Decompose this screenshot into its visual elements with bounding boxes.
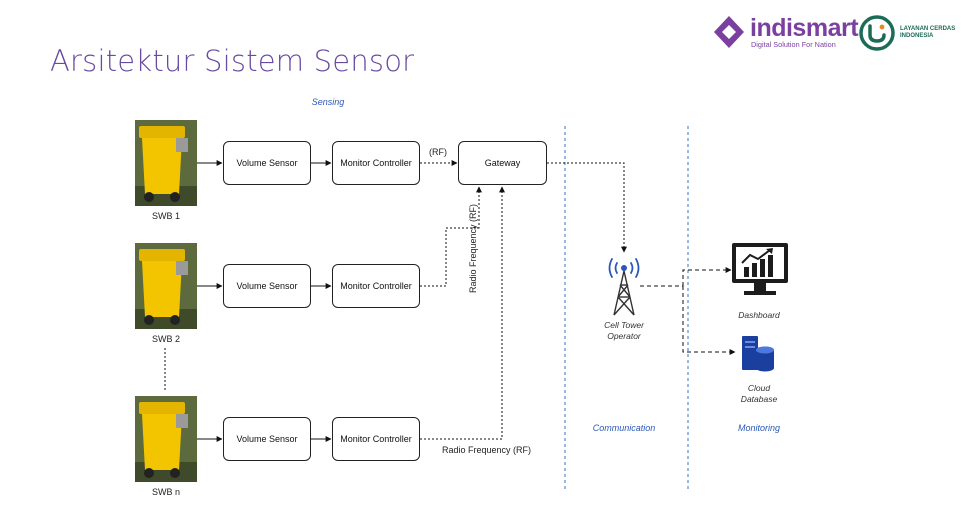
cloud-database-icon: [742, 336, 774, 372]
section-label-sensing: Sensing: [311, 97, 345, 107]
rf-label-short: (RF): [429, 147, 447, 157]
cloud-database-label: Cloud Database: [741, 383, 777, 405]
gateway-box: Gateway: [458, 141, 547, 185]
monitor-controller-box-1: Monitor Controller: [332, 141, 420, 185]
monitor-controller-box-2: Monitor Controller: [332, 264, 420, 308]
section-label-monitoring: Monitoring: [737, 423, 781, 433]
volume-sensor-box-n: Volume Sensor: [223, 417, 311, 461]
cell-tower-label: Cell Tower Operator: [604, 320, 644, 342]
bin-image-2: [135, 243, 197, 334]
cell-tower-label-line2: Operator: [607, 331, 641, 341]
monitor-controller-box-n: Monitor Controller: [332, 417, 420, 461]
section-label-communication: Communication: [592, 423, 656, 433]
volume-sensor-box-2: Volume Sensor: [223, 264, 311, 308]
lci-line1: LAYANAN CERDAS: [900, 26, 956, 32]
wheelie-bin-icon: [135, 243, 197, 329]
indismart-wordmark: indismart: [750, 14, 859, 42]
rf-label-bottom: Radio Frequency (RF): [442, 445, 532, 455]
wheelie-bin-icon: [135, 396, 197, 482]
lci-wordmark: LAYANAN CERDAS INDONESIA: [900, 26, 955, 40]
cloud-database-label-line1: Cloud: [747, 383, 771, 393]
bin-label-2: SWB 2: [151, 334, 181, 344]
bin-image-1: [135, 120, 197, 211]
dashboard-monitor-icon: [732, 243, 788, 295]
volume-sensor-box-1: Volume Sensor: [223, 141, 311, 185]
indismart-logo-icon: [714, 16, 744, 48]
indismart-tagline: Digital Solution For Nation: [751, 40, 836, 49]
slide-title: Arsitektur Sistem Sensor: [50, 44, 415, 78]
cell-tower-icon: [608, 258, 640, 316]
lci-line2: INDONESIA: [900, 33, 934, 39]
bin-label-1: SWB 1: [151, 211, 181, 221]
wheelie-bin-icon: [135, 120, 197, 206]
lci-logo-icon: [859, 15, 895, 51]
rf-label-vertical: Radio Frequency (RF): [468, 203, 478, 293]
cell-tower-label-line1: Cell Tower: [604, 320, 644, 330]
dashboard-label: Dashboard: [738, 310, 780, 320]
bin-label-n: SWB n: [151, 487, 181, 497]
bin-image-n: [135, 396, 197, 487]
cloud-database-label-line2: Database: [740, 394, 778, 404]
